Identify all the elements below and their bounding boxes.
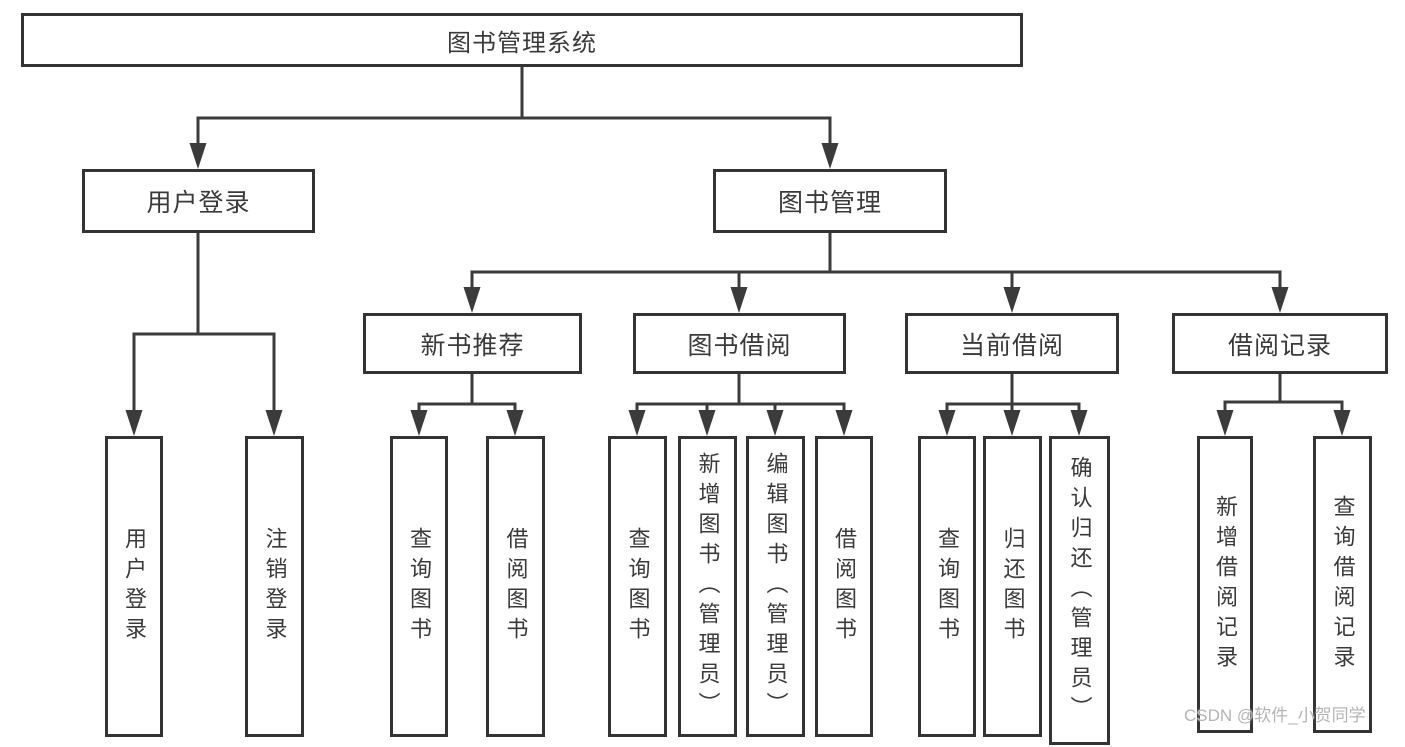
node-book-borrow: 图书借阅 xyxy=(633,313,846,374)
node-label: 查询图书 xyxy=(407,526,432,647)
connector-new-book-recommend xyxy=(417,374,517,418)
arrow-icon xyxy=(1216,410,1234,436)
node-book-management: 图书管理 xyxy=(713,169,947,233)
node-label: 借阅图书 xyxy=(832,526,857,647)
leaf-query-borrow-record: 查询借阅记录 xyxy=(1313,436,1372,733)
node-label: 用户登录 xyxy=(122,526,147,647)
arrow-icon xyxy=(1070,410,1088,436)
node-label: 借阅图书 xyxy=(503,526,529,647)
connector-book-management xyxy=(470,233,1282,296)
node-label: 查询图书 xyxy=(935,526,960,647)
arrow-icon xyxy=(1333,410,1351,436)
leaf-logout: 注销登录 xyxy=(245,436,304,737)
arrow-icon xyxy=(698,410,716,436)
arrow-icon xyxy=(835,410,853,436)
node-borrow-records: 借阅记录 xyxy=(1172,313,1388,374)
node-label: 注销登录 xyxy=(262,526,288,647)
connector-borrow-records xyxy=(1223,374,1344,418)
node-label: 编辑图书（管理员） xyxy=(763,451,789,722)
connector-user-login xyxy=(132,233,276,418)
arrow-icon xyxy=(766,410,784,436)
arrow-icon xyxy=(938,410,956,436)
leaf-confirm-return-admin: 确认归还（管理员） xyxy=(1049,436,1110,745)
node-label: 查询借阅记录 xyxy=(1330,494,1356,675)
node-label: 新增借阅记录 xyxy=(1213,494,1238,675)
leaf-query-books-recommend: 查询图书 xyxy=(390,436,448,737)
node-label: 归还图书 xyxy=(1000,526,1026,647)
leaf-add-borrow-record: 新增借阅记录 xyxy=(1197,436,1253,733)
node-library-system: 图书管理系统 xyxy=(21,13,1023,67)
node-current-borrow: 当前借阅 xyxy=(905,313,1119,374)
connector-root xyxy=(196,67,832,152)
leaf-return-books: 归还图书 xyxy=(983,436,1042,737)
arrow-icon xyxy=(628,410,646,436)
arrow-icon xyxy=(410,410,428,436)
arrow-icon xyxy=(189,143,207,169)
arrow-icon xyxy=(125,410,143,436)
connector-book-borrow xyxy=(635,374,846,418)
leaf-borrow-books: 借阅图书 xyxy=(815,436,873,737)
node-label: 确认归还（管理员） xyxy=(1067,455,1093,726)
node-label: 查询图书 xyxy=(625,526,651,647)
arrow-icon xyxy=(506,410,524,436)
leaf-edit-books-admin: 编辑图书（管理员） xyxy=(746,436,805,737)
leaf-borrow-books-recommend: 借阅图书 xyxy=(486,436,545,737)
leaf-query-books-current: 查询图书 xyxy=(918,436,976,737)
csdn-watermark: CSDN @软件_小贺同学 xyxy=(1184,706,1366,725)
arrow-icon xyxy=(821,143,839,169)
arrow-icon xyxy=(1003,410,1021,436)
arrow-icon xyxy=(265,410,283,436)
arrow-icon xyxy=(730,287,748,313)
arrow-icon xyxy=(1003,287,1021,313)
arrow-icon xyxy=(463,287,481,313)
leaf-query-books-borrow: 查询图书 xyxy=(608,436,667,737)
node-user-login: 用户登录 xyxy=(82,169,315,233)
leaf-add-books-admin: 新增图书（管理员） xyxy=(678,436,737,737)
leaf-user-login: 用户登录 xyxy=(105,436,163,737)
node-new-book-recommend: 新书推荐 xyxy=(363,313,582,374)
arrow-icon xyxy=(1271,287,1289,313)
node-label: 新增图书（管理员） xyxy=(695,451,721,722)
